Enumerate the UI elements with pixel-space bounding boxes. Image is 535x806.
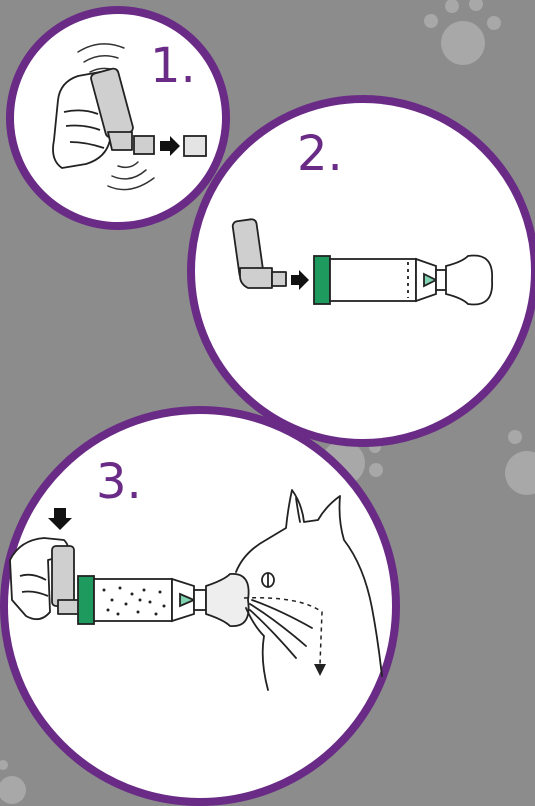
paw-print-mid-right [505, 430, 535, 495]
paw-print-top-right [424, 0, 501, 65]
step3-number: 3. [96, 454, 142, 510]
step1-number: 1. [150, 38, 196, 94]
spacer-chamber-icon [78, 576, 206, 624]
hand-pressing-inhaler [10, 538, 80, 619]
step2-number: 2. [297, 126, 343, 182]
paw-print-bottom-left [0, 760, 26, 804]
spacer-chamber-icon [314, 256, 436, 304]
